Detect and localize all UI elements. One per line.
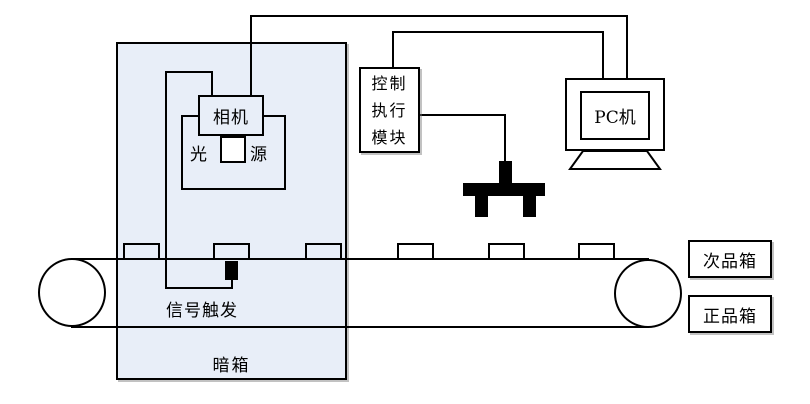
- dark-box-label: 暗箱: [212, 356, 251, 376]
- gripper-leg-right: [523, 195, 536, 217]
- belt-item: [578, 243, 615, 259]
- reject-bin: 次品箱: [688, 240, 772, 278]
- pc-monitor-stand: [568, 150, 662, 170]
- gripper-actuator: [463, 161, 545, 217]
- control-execution-module: 控制 执行 模块: [359, 67, 420, 153]
- belt-item: [397, 243, 434, 259]
- signal-trigger-label: 信号触发: [166, 301, 238, 321]
- conveyor-roller-right: [614, 259, 682, 328]
- belt-item: [305, 243, 342, 259]
- conveyor-roller-left: [38, 258, 106, 327]
- gripper-leg-left: [475, 195, 488, 217]
- module-label-line3: 模块: [371, 127, 408, 147]
- accept-bin-label: 正品箱: [703, 306, 757, 327]
- module-label-line2: 执行: [371, 100, 408, 120]
- gripper-stem: [499, 161, 512, 184]
- light-source-label-right: 源: [250, 145, 267, 165]
- pc-screen: PC机: [580, 91, 650, 140]
- gripper-bar: [463, 183, 545, 196]
- wire-module-to-gripper: [419, 114, 506, 162]
- camera-box: 相机: [198, 95, 264, 136]
- module-label-line1: 控制: [371, 73, 408, 93]
- belt-item: [213, 243, 250, 259]
- belt-item: [488, 243, 525, 259]
- light-source-label-left: 光: [190, 145, 207, 165]
- reject-bin-label: 次品箱: [703, 251, 757, 272]
- trigger-sensor: [225, 261, 238, 280]
- belt-item: [123, 243, 160, 259]
- wire-module-to-pc: [392, 31, 604, 80]
- accept-bin: 正品箱: [688, 295, 772, 333]
- camera-label: 相机: [213, 108, 249, 128]
- pc-label: PC机: [594, 108, 636, 128]
- lens-aperture: [220, 136, 246, 163]
- dark-box-enclosure: 暗箱: [116, 42, 347, 380]
- conveyor-belt: [71, 258, 649, 328]
